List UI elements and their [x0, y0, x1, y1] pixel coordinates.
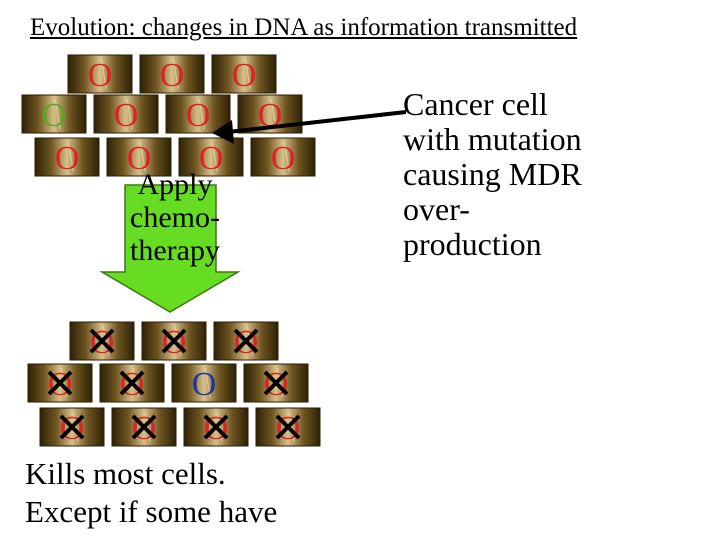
mutated-cell: O — [21, 94, 87, 134]
normal-cell: O — [211, 54, 277, 94]
cancer-label-line: production — [403, 226, 542, 262]
dead-x-mark — [47, 370, 73, 396]
kills-label-line: Kills most cells. — [25, 456, 226, 491]
cell-highlight — [198, 98, 205, 130]
cell-letter: O — [160, 57, 185, 94]
cell-highlight — [100, 58, 107, 90]
cell-highlight — [72, 411, 79, 443]
cell-letter: O — [42, 97, 67, 134]
cell-letter: O — [271, 140, 296, 177]
dead-x-mark — [119, 370, 145, 396]
cell-highlight — [126, 98, 133, 130]
cell-highlight — [174, 325, 181, 357]
cell-highlight — [276, 367, 283, 399]
cell-letter: O — [232, 57, 257, 94]
normal-cell: O — [165, 94, 231, 134]
apply-label-line: Apply — [137, 168, 213, 201]
cell-body — [34, 137, 100, 177]
cell-letter: O — [199, 140, 224, 177]
dead-x-mark — [233, 328, 259, 354]
down-arrow-shape — [99, 184, 241, 313]
cell-letter: O — [55, 140, 80, 177]
cell-highlight — [288, 411, 295, 443]
normal-cell: O — [93, 94, 159, 134]
apply-label-line: chemo- — [130, 201, 220, 234]
dead-cell: O — [39, 407, 105, 447]
cell-body — [165, 94, 231, 134]
cell-highlight — [216, 411, 223, 443]
cell-body — [93, 94, 159, 134]
cell-letter: O — [114, 97, 139, 134]
dead-cell: O — [99, 363, 165, 403]
normal-cell: O — [67, 54, 133, 94]
cell-highlight — [244, 58, 251, 90]
pointer-arrowhead — [212, 120, 234, 144]
cell-body — [178, 137, 244, 177]
resistant-cell: O — [171, 363, 237, 403]
dead-x-mark — [89, 328, 115, 354]
cell-highlight — [172, 58, 179, 90]
cell-body — [211, 54, 277, 94]
normal-cell: O — [106, 137, 172, 177]
cancer-label-line: with mutation — [403, 121, 582, 157]
kills-label-line: Except if some have — [25, 494, 278, 529]
cell-highlight — [54, 98, 61, 130]
normal-cell: O — [250, 137, 316, 177]
dead-cell: O — [255, 407, 321, 447]
cell-body — [21, 94, 87, 134]
apply-label-line: therapy — [130, 234, 220, 267]
cell-highlight — [102, 325, 109, 357]
cell-letter: O — [186, 97, 211, 134]
cell-body — [106, 137, 172, 177]
chemotherapy-arrow — [99, 184, 241, 313]
cell-highlight — [67, 141, 74, 173]
cell-body — [139, 54, 205, 94]
cell-letter: O — [88, 57, 113, 94]
cell-highlight — [246, 325, 253, 357]
cell-highlight — [60, 367, 67, 399]
cell-highlight — [211, 141, 218, 173]
cell-body — [67, 54, 133, 94]
cell-letter: O — [192, 366, 217, 403]
cell-letter: O — [127, 140, 152, 177]
cell-body — [171, 363, 237, 403]
dead-cell: O — [213, 321, 279, 361]
dead-x-mark — [161, 328, 187, 354]
dead-cell: O — [69, 321, 135, 361]
slide-title: Evolution: changes in DNA as information… — [30, 14, 578, 41]
normal-cell: O — [139, 54, 205, 94]
cell-highlight — [139, 141, 146, 173]
dead-x-mark — [263, 370, 289, 396]
cancer-label-line: over- — [403, 191, 470, 227]
kills-most-cells-label: Kills most cells. Except if some have — [25, 455, 345, 531]
dead-cell: O — [111, 407, 177, 447]
cell-highlight — [144, 411, 151, 443]
dead-x-mark — [59, 414, 85, 440]
cancer-label-line: Cancer cell — [403, 86, 548, 122]
dead-cell: O — [243, 363, 309, 403]
normal-cell: O — [178, 137, 244, 177]
cell-highlight — [283, 141, 290, 173]
mutation-pointer-arrow — [212, 110, 407, 144]
cancer-label-line: causing MDR — [403, 156, 582, 192]
cell-body — [250, 137, 316, 177]
dead-cell: O — [141, 321, 207, 361]
dead-x-mark — [203, 414, 229, 440]
cell-highlight — [270, 98, 277, 130]
dead-x-mark — [275, 414, 301, 440]
dead-cell: O — [27, 363, 93, 403]
dead-x-mark — [131, 414, 157, 440]
normal-cell: O — [34, 137, 100, 177]
dead-cell: O — [183, 407, 249, 447]
cancer-cell-label: Cancer cell with mutation causing MDR ov… — [403, 87, 663, 262]
cell-highlight — [204, 367, 211, 399]
cell-body — [183, 407, 249, 447]
apply-chemo-label: Apply chemo- therapy — [100, 168, 250, 267]
cell-highlight — [132, 367, 139, 399]
